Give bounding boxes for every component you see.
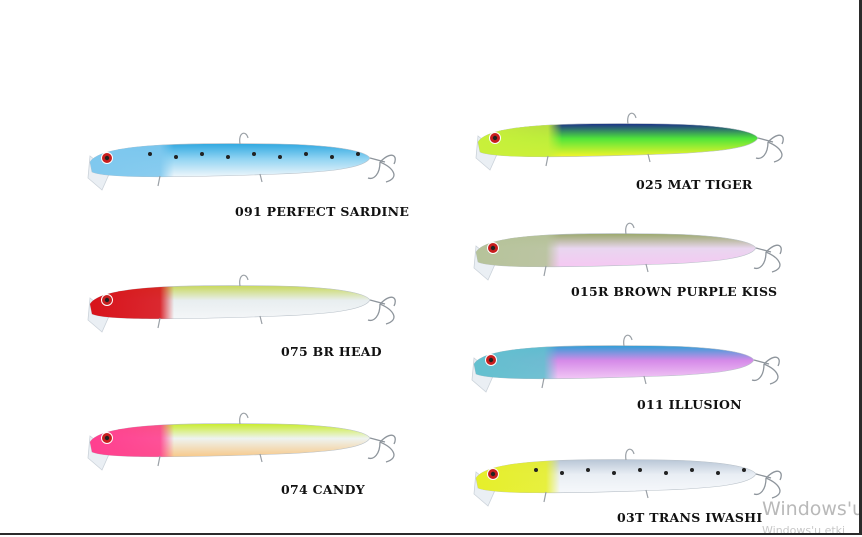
- lure-image: [466, 218, 796, 298]
- windows-activation-watermark: Windows'u: [762, 498, 862, 520]
- lure-image: [80, 270, 410, 350]
- lure-label: 075 BR HEAD: [281, 344, 382, 359]
- lure-label: 015R BROWN PURPLE KISS: [571, 284, 778, 299]
- lure-image: [80, 128, 410, 208]
- lure-image: [466, 444, 796, 524]
- lure-image: [468, 108, 798, 188]
- window-border: [0, 533, 862, 535]
- lure-label: 03T TRANS IWASHI: [617, 510, 763, 525]
- lure-label: 091 PERFECT SARDINE: [235, 204, 410, 219]
- windows-activation-watermark-sub: Windows'u etki: [762, 524, 846, 537]
- lure-image: [80, 408, 410, 488]
- lure-label: 011 ILLUSION: [637, 397, 742, 412]
- lure-label: 025 MAT TIGER: [636, 177, 753, 192]
- window-border: [859, 0, 862, 535]
- lure-label: 074 CANDY: [281, 482, 365, 497]
- lure-image: [464, 330, 794, 410]
